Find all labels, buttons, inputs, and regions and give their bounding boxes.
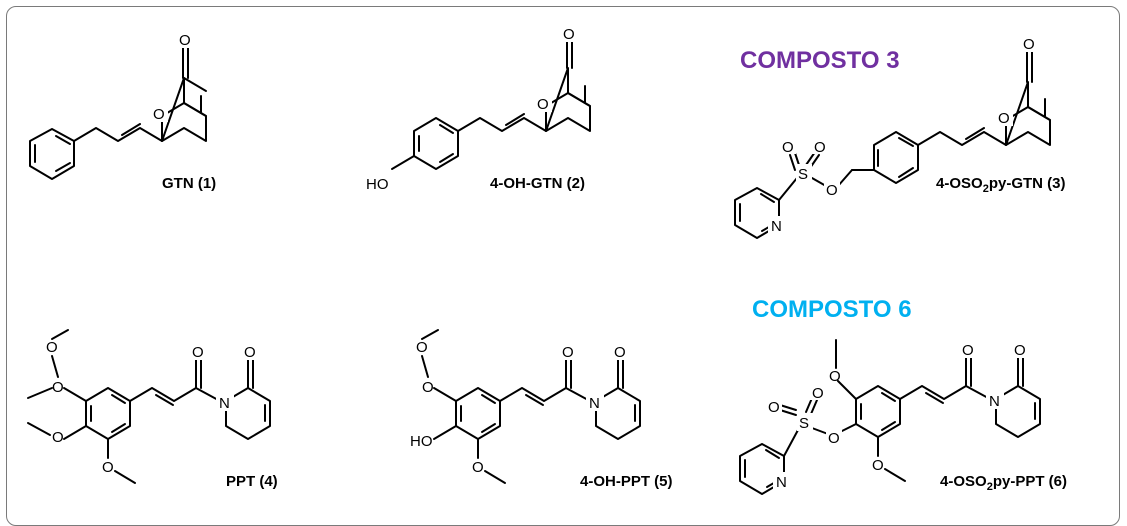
atom-o-lactam-4: O	[244, 344, 256, 361]
label-4-oh-gtn-2: 4-OH-GTN (2)	[490, 175, 585, 192]
atom-o-lactam-6: O	[1014, 342, 1026, 359]
atom-o-sulfonyl-a-6: O	[768, 399, 780, 416]
structure-4-oso2py-gtn-3	[734, 51, 1051, 239]
atom-o-amide-5: O	[562, 344, 574, 361]
atom-n-pyridine-6: N	[776, 474, 787, 491]
atom-o-sulfonyl-b-6: O	[812, 385, 824, 402]
structure-ppt-4	[27, 355, 271, 484]
atom-o-amide-6: O	[962, 342, 974, 359]
structure-gtn-1	[29, 47, 207, 180]
atom-s-6: S	[799, 415, 809, 432]
atom-o-bridge-6: O	[828, 430, 840, 447]
label-4-oso2py-ppt-6: 4-OSO2py-PPT (6)	[940, 473, 1067, 493]
atom-o-methoxy-d-4: O	[102, 459, 114, 476]
atom-ho-2: HO	[366, 176, 389, 193]
atom-o-methoxy-a-4: O	[46, 339, 58, 356]
atom-o-carbonyl-3: O	[1023, 36, 1035, 53]
structure-4-oh-gtn-2	[391, 39, 591, 170]
atom-n-6: N	[989, 393, 1000, 410]
atom-o-amide-4: O	[192, 344, 204, 361]
atom-o-ring-3: O	[998, 110, 1010, 127]
atom-o-ring-1: O	[153, 106, 165, 123]
atom-ho-5: HO	[410, 433, 433, 450]
atom-s-3: S	[798, 166, 808, 183]
atom-o-methoxy-c-4: O	[52, 429, 64, 446]
atom-o-methoxy-a-5: O	[416, 339, 428, 356]
atom-o-bridge-3: O	[826, 182, 838, 199]
label-gtn-1: GTN (1)	[162, 175, 216, 192]
atom-n-5: N	[589, 395, 600, 412]
atom-o-carbonyl-2: O	[563, 26, 575, 43]
heading-composto-6: COMPOSTO 6	[752, 296, 912, 323]
structure-4-oh-ppt-5	[421, 329, 641, 484]
atom-o-lactam-5: O	[614, 344, 626, 361]
atom-o-methoxy-b-5: O	[422, 379, 434, 396]
atom-o-methoxy-c-5: O	[472, 459, 484, 476]
atom-n-pyridine-3: N	[771, 218, 782, 235]
atom-o-carbonyl-1: O	[179, 32, 191, 49]
structure-4-oso2py-ppt-6	[739, 339, 1041, 495]
atom-n-4: N	[219, 395, 230, 412]
label-4-oh-ppt-5: 4-OH-PPT (5)	[580, 473, 673, 490]
heading-composto-3: COMPOSTO 3	[740, 47, 900, 74]
atom-o-sulfonyl-b-3: O	[814, 139, 826, 156]
label-ppt-4: PPT (4)	[226, 473, 278, 490]
label-4-oso2py-gtn-3: 4-OSO2py-GTN (3)	[936, 175, 1065, 195]
atom-o-ring-2: O	[537, 96, 549, 113]
atom-o-methoxy-a-6: O	[829, 368, 841, 385]
atom-o-methoxy-b-6: O	[872, 457, 884, 474]
atom-o-methoxy-b-4: O	[52, 379, 64, 396]
atom-o-sulfonyl-a-3: O	[782, 139, 794, 156]
